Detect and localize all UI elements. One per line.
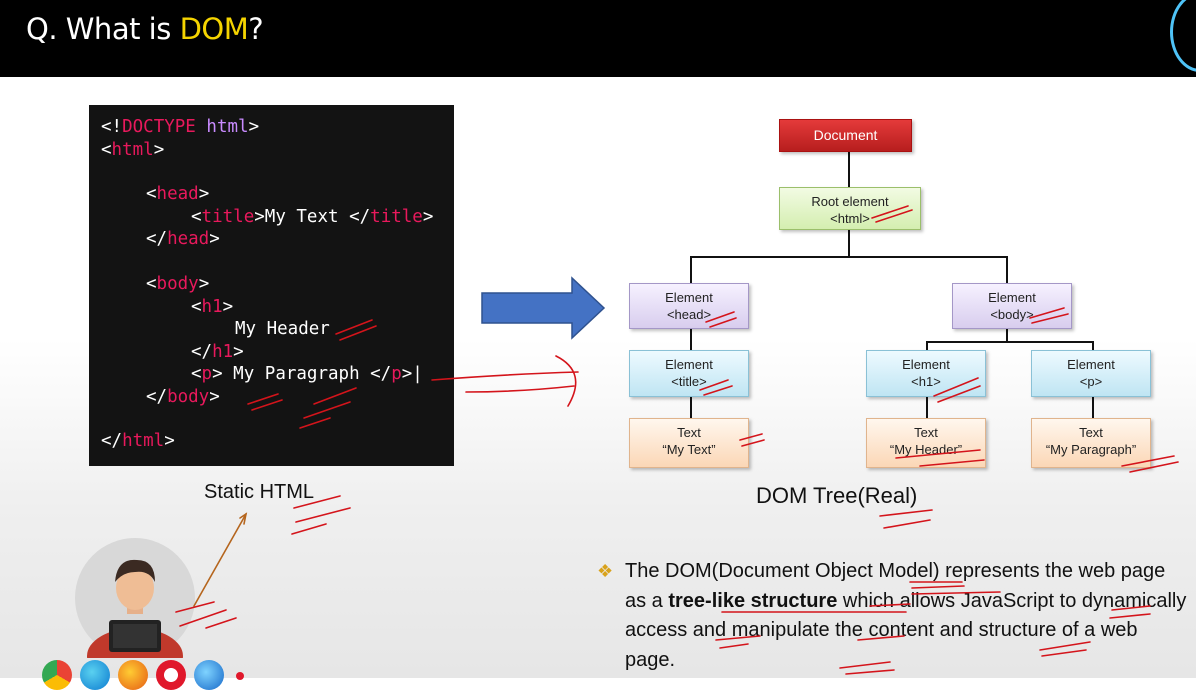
code-line-h1-text: My Header	[235, 319, 330, 339]
connector-level1-horizontal	[690, 256, 1008, 258]
node-head-label: Element	[665, 290, 713, 305]
presenter-avatar-icon	[75, 538, 195, 684]
connector-document-root	[848, 151, 850, 188]
title-prefix: Q. What is	[26, 12, 180, 46]
node-document: Document	[779, 119, 912, 152]
connector-root-down	[848, 229, 850, 256]
slide-title: Q. What is DOM?	[26, 12, 264, 46]
caption-static-html: Static HTML	[204, 481, 315, 503]
caption-dom-tree: DOM Tree(Real)	[756, 483, 918, 508]
description-text: The DOM(Document Object Model) represent…	[625, 560, 1187, 671]
node-title-tag: <title>	[671, 374, 707, 389]
node-root-label: Root element	[811, 194, 889, 209]
connector-h1-text	[926, 396, 928, 419]
react-logo-icon	[1170, 0, 1196, 72]
node-body: Element <body>	[952, 283, 1072, 329]
code-panel: <<!!DOCTYPE html> <html> <head> <title>M…	[89, 105, 454, 466]
node-h1: Element <h1>	[866, 350, 986, 397]
title-accent: DOM	[179, 12, 249, 46]
code-line-h1-open: <h1>	[191, 297, 234, 317]
connector-level2-horizontal	[926, 341, 1094, 343]
node-text-h1: Text “My Header”	[866, 418, 986, 468]
node-p-label: Element	[1067, 357, 1115, 372]
node-head: Element <head>	[629, 283, 749, 329]
node-text-p-value: “My Paragraph”	[1045, 442, 1137, 457]
connector-body-down	[1006, 328, 1008, 341]
node-h1-label: Element	[902, 357, 950, 372]
chrome-icon[interactable]	[42, 660, 72, 690]
code-line-h1-close: </h1>	[191, 342, 244, 362]
node-root-element: Root element <html>	[779, 187, 921, 230]
connector-to-head	[690, 256, 692, 284]
code-line-head-close: </head>	[146, 229, 220, 249]
node-p-tag: <p>	[1079, 374, 1103, 389]
node-text-p-label: Text	[1079, 425, 1103, 440]
arrow-right-icon	[481, 276, 606, 340]
code-line-body-close: </body>	[146, 387, 220, 407]
node-text-h1-label: Text	[914, 425, 938, 440]
code-line-html-close: </html>	[101, 431, 175, 451]
title-suffix: ?	[248, 12, 264, 46]
firefox-icon[interactable]	[118, 660, 148, 690]
connector-title-text	[690, 396, 692, 419]
node-text-title: Text “My Text”	[629, 418, 749, 468]
header-bar: Q. What is DOM?	[0, 0, 1196, 77]
node-body-label: Element	[988, 290, 1036, 305]
node-p: Element <p>	[1031, 350, 1151, 397]
code-line-doctype: <<!!DOCTYPE html>	[101, 117, 260, 137]
node-h1-tag: <h1>	[911, 374, 941, 389]
connector-to-p	[1092, 341, 1094, 350]
node-title-label: Element	[665, 357, 713, 372]
node-text-p: Text “My Paragraph”	[1031, 418, 1151, 468]
connector-to-body	[1006, 256, 1008, 284]
node-text-title-label: Text	[677, 425, 701, 440]
node-body-tag: <body>	[990, 307, 1034, 322]
node-root-tag: <html>	[830, 211, 870, 226]
node-head-tag: <head>	[666, 307, 712, 322]
code-line-title: <title>My Text </title>	[191, 207, 434, 227]
connector-to-h1	[926, 341, 928, 350]
connector-head-title	[690, 328, 692, 350]
opera-icon[interactable]	[156, 660, 186, 690]
code-line-html-open: <html>	[101, 140, 165, 160]
node-text-title-value: “My Text”	[662, 442, 716, 457]
edge-icon[interactable]	[80, 660, 110, 690]
code-line-p: <p> My Paragraph </p>|	[191, 364, 423, 384]
node-title: Element <title>	[629, 350, 749, 397]
node-text-h1-value: “My Header”	[889, 442, 963, 457]
code-line-body-open: <body>	[146, 274, 210, 294]
connector-p-text	[1092, 396, 1094, 419]
notification-dot	[236, 672, 244, 680]
diamond-bullet-icon: ❖	[597, 561, 614, 581]
code-line-head-open: <head>	[146, 184, 210, 204]
safari-icon[interactable]	[194, 660, 224, 690]
